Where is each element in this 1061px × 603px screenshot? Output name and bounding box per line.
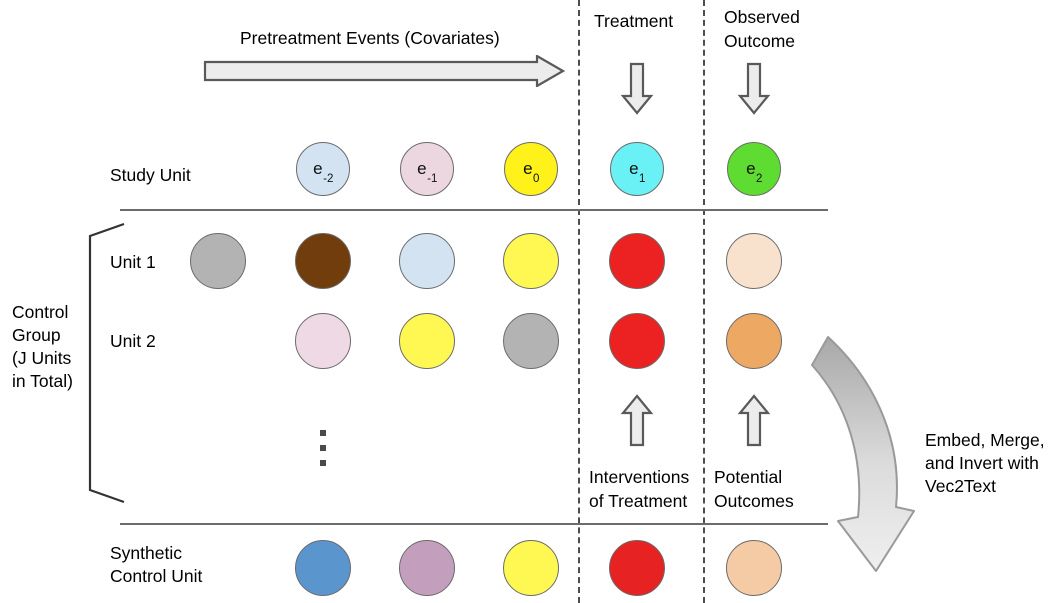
study-unit-event-base-1: e xyxy=(417,159,427,178)
arrow-curved-down-icon xyxy=(811,336,915,572)
synthetic-circle-3 xyxy=(609,540,665,596)
study-unit-event-circle-0: e-2 xyxy=(296,142,350,196)
study-unit-event-circle-1: e-1 xyxy=(400,142,454,196)
interventions-label-line2: of Treatment xyxy=(589,491,688,511)
control-group-label-line3: (J Units xyxy=(12,348,72,368)
side-note-line3: Vec2Text xyxy=(925,476,997,496)
synthetic-divider-rule xyxy=(120,523,828,525)
observed-outcome-header-line2: Outcome xyxy=(724,31,795,51)
synthetic-circle-0 xyxy=(295,540,351,596)
control-group-label-line2: Group xyxy=(12,325,61,345)
arrow-down-block-icon-observed-outcome xyxy=(737,62,771,115)
unit-2-circle-0 xyxy=(295,313,351,369)
study-unit-event-base-0: e xyxy=(313,159,323,178)
potential-outcomes-label-line1: Potential xyxy=(714,467,783,487)
row-label-unit-1: Unit 1 xyxy=(110,252,156,272)
unit-1-circle-1 xyxy=(295,233,351,289)
study-unit-event-sub-3: 1 xyxy=(639,173,646,186)
arrow-up-block-icon-potential-outcomes xyxy=(737,394,771,447)
left-brace-icon xyxy=(88,222,125,504)
side-note-line2: and Invert with xyxy=(925,453,1039,473)
unit-1-circle-0 xyxy=(190,233,246,289)
treatment-header: Treatment xyxy=(594,11,674,31)
arrow-up-block-icon-interventions xyxy=(620,394,654,447)
side-note-line1: Embed, Merge, xyxy=(925,430,1045,450)
control-group-label-line1: Control xyxy=(12,302,69,322)
study-unit-event-circle-2: e0 xyxy=(504,142,558,196)
study-unit-event-base-2: e xyxy=(523,159,533,178)
unit-1-circle-2 xyxy=(399,233,455,289)
study-unit-event-sub-4: 2 xyxy=(756,173,763,186)
unit-2-circle-4 xyxy=(726,313,782,369)
unit-1-circle-5 xyxy=(726,233,782,289)
treatment-column-divider-left xyxy=(578,0,580,603)
control-group-label-line4: in Total) xyxy=(12,371,73,391)
pretreatment-header: Pretreatment Events (Covariates) xyxy=(240,28,500,48)
synthetic-circle-4 xyxy=(726,540,782,596)
row-label-synthetic-line1: Synthetic xyxy=(110,543,182,563)
interventions-label-line1: Interventions xyxy=(589,467,690,487)
study-unit-event-base-4: e xyxy=(746,159,756,178)
study-unit-event-sub-1: -1 xyxy=(427,173,438,186)
study-unit-event-sub-0: -2 xyxy=(323,173,334,186)
row-label-unit-2: Unit 2 xyxy=(110,331,156,351)
synthetic-circle-2 xyxy=(503,540,559,596)
unit-2-circle-2 xyxy=(503,313,559,369)
row-label-synthetic-line2: Control Unit xyxy=(110,566,203,586)
study-unit-event-circle-4: e2 xyxy=(727,142,781,196)
arrow-right-block-icon xyxy=(203,55,565,87)
treatment-column-divider-right xyxy=(703,0,705,603)
unit-2-circle-3 xyxy=(609,313,665,369)
unit-2-circle-1 xyxy=(399,313,455,369)
unit-1-circle-3 xyxy=(503,233,559,289)
arrow-down-block-icon-treatment xyxy=(620,62,654,115)
study-unit-event-sub-2: 0 xyxy=(533,173,540,186)
unit-1-circle-4 xyxy=(609,233,665,289)
vertical-ellipsis-icon xyxy=(320,430,326,475)
study-unit-divider-rule xyxy=(120,209,828,211)
study-unit-event-base-3: e xyxy=(629,159,639,178)
potential-outcomes-label-line2: Outcomes xyxy=(714,491,794,511)
study-unit-event-circle-3: e1 xyxy=(610,142,664,196)
observed-outcome-header-line1: Observed xyxy=(724,7,800,27)
synthetic-circle-1 xyxy=(399,540,455,596)
row-label-study-unit: Study Unit xyxy=(110,165,191,185)
